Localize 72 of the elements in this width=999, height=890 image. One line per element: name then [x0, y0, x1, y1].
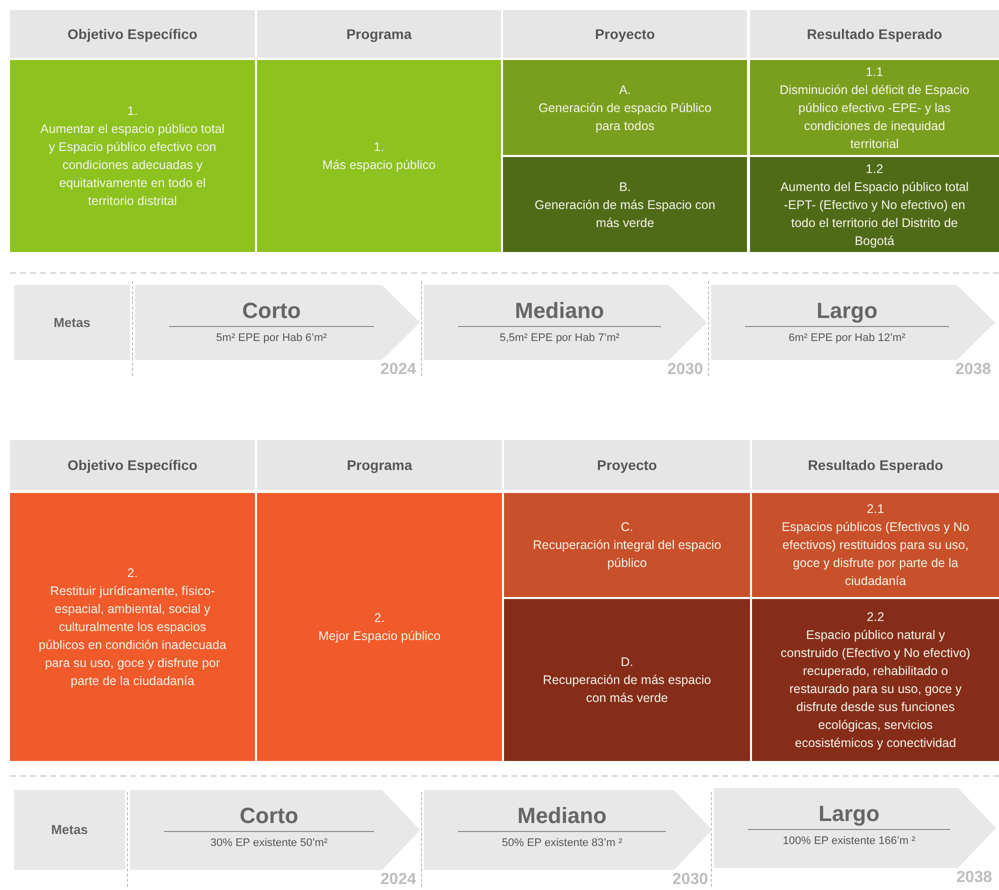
header-text: Proyecto	[595, 24, 655, 44]
header-cell	[257, 440, 502, 490]
cell-text: Generación de espacio Público para todos	[537, 100, 713, 134]
row-label: Metas	[54, 314, 90, 332]
table-cell	[750, 60, 999, 155]
header-cell	[257, 10, 501, 58]
header-text: Programa	[346, 24, 412, 44]
chevron-subtitle: 5,5m² EPE por Hab 7’m²	[500, 331, 620, 346]
cell-text: B.	[619, 178, 631, 196]
cell-text: Aumentar el espacio público total y Espacio público efectivo con condiciones adecuadas y equitativamente en todo el territorio distrital	[39, 121, 226, 210]
header-text: Proyecto	[597, 456, 657, 475]
table-cell	[503, 157, 747, 252]
header-cell	[503, 10, 747, 58]
cell-text: 2.1	[866, 501, 884, 518]
table-cell	[257, 60, 501, 252]
header-cell	[10, 10, 255, 58]
cell-text: Más espacio público	[322, 157, 436, 174]
header-cell	[504, 440, 750, 490]
cell-text: Disminución del déficit de Espacio público efectivo -EPE- y las condiciones de inequidad territorial	[778, 82, 970, 152]
cell-text: 2.2	[866, 609, 884, 626]
row-label: Metas	[51, 821, 88, 840]
header-cell	[750, 10, 999, 58]
cell-text: Mejor Espacio público	[318, 628, 441, 645]
table-cell	[504, 493, 750, 597]
chevron-subtitle: 50% EP existente 83’m ²	[502, 836, 622, 851]
header-text: Objetivo Específico	[68, 456, 198, 475]
chevron-subtitle: 6m² EPE por Hab 12’m²	[788, 331, 906, 346]
cell-text: 1.	[374, 139, 384, 156]
year-label: 2030	[672, 871, 708, 888]
cell-text: 1.	[127, 103, 138, 120]
cell-text: Recuperación integral del espacio público	[532, 537, 722, 572]
year-label: 2030	[667, 361, 703, 378]
cell-text: 2.	[374, 610, 385, 627]
cell-text: Generación de más Espacio con más verde	[534, 196, 716, 232]
table-cell	[752, 599, 999, 761]
cell-text: C.	[620, 519, 634, 536]
cell-text: D.	[620, 654, 634, 671]
cell-text: Espacio público natural y construido (Efectivo y No efectivo) recuperado, rehabilitado o restaurado para su uso, goce y disfrute desde sus funciones ecológicas, servicios ecosistémicos y conectividad	[780, 627, 971, 752]
table-cell	[750, 157, 999, 252]
cell-text: 1.1	[866, 64, 884, 80]
chevron-title: Largo	[816, 298, 878, 323]
year-label: 2038	[956, 869, 992, 886]
table-cell	[504, 599, 750, 761]
table-cell	[752, 493, 999, 597]
cell-text: 2.	[127, 565, 138, 582]
cell-text: Aumento del Espacio público total -EPT- (Efectivo y No efectivo) en todo el territorio del Distrito de Bogotá	[779, 178, 970, 250]
chevron-title: Corto	[240, 803, 298, 828]
cell-text: A.	[619, 82, 631, 98]
cell-text: Recuperación de más espacio con más verde	[542, 672, 712, 707]
chevron-subtitle: 5m² EPE por Hab 6’m²	[216, 331, 327, 346]
chevron-title: Mediano	[517, 803, 607, 828]
header-cell	[752, 440, 999, 490]
header-text: Programa	[346, 456, 412, 475]
table-cell	[10, 60, 255, 252]
year-label: 2024	[380, 871, 416, 888]
cell-text: Espacios públicos (Efectivos y No efectivos) restituidos para su uso, goce y disfrute por parte de la ciudadanía	[780, 519, 970, 590]
header-text: Objetivo Específico	[68, 24, 198, 44]
table-cell	[10, 493, 255, 761]
header-cell	[10, 440, 255, 490]
chevron-title: Mediano	[514, 298, 604, 323]
year-label: 2038	[955, 361, 991, 378]
table-cell	[503, 60, 747, 155]
year-label: 2024	[380, 361, 416, 378]
header-text: Resultado Esperado	[806, 24, 942, 44]
chevron-subtitle: 30% EP existente 50’m²	[210, 836, 328, 851]
cell-text: 1.2	[866, 160, 884, 178]
chevron-title: Largo	[818, 801, 880, 826]
chevron-title: Corto	[242, 298, 301, 323]
table-cell	[257, 493, 502, 761]
chevron-subtitle: 100% EP existente 166’m ²	[782, 834, 916, 849]
cell-text: Restituir jurídicamente, físico-espacial, ambiental, social y culturalmente los espacios públicos en condición inadecuada para su uso, goce y disfrute por parte de la ciudadanía	[38, 583, 227, 690]
header-text: Resultado Esperado	[808, 456, 944, 475]
